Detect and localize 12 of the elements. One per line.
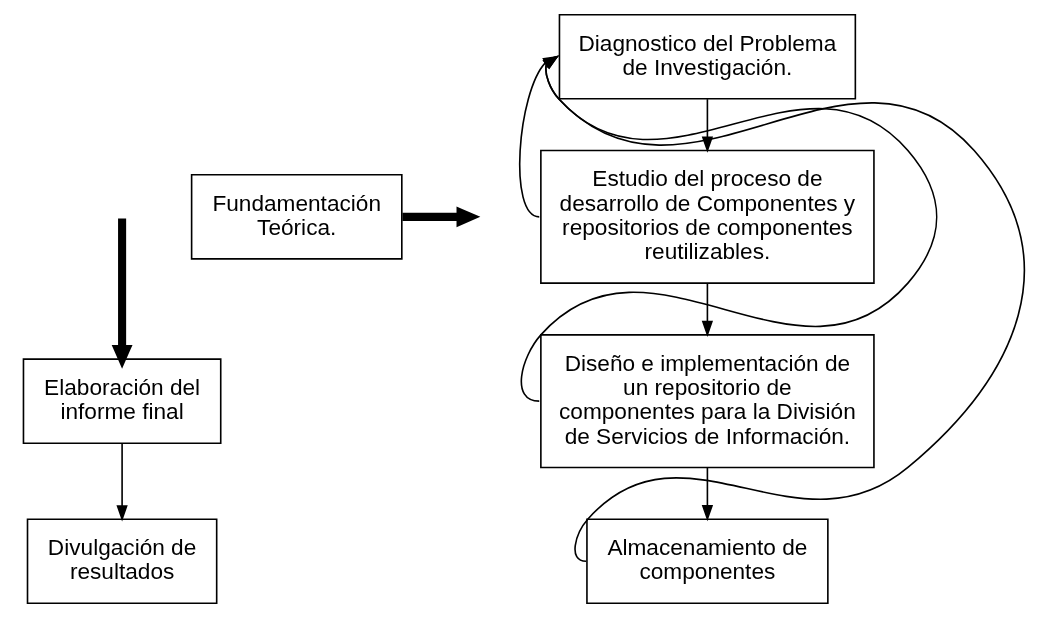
arrow	[116, 442, 128, 522]
arrow	[111, 218, 133, 369]
node-box: Diagnostico del Problema de Investigación.	[558, 13, 857, 100]
node-box: Divulgación de resultados	[26, 518, 218, 605]
node-box: Diseño e implementación de un repositorio de componentes para la División de Servicios de Información.	[540, 334, 875, 469]
arrow	[402, 206, 481, 228]
arrow	[701, 466, 714, 522]
node-box: Estudio del proceso de desarrollo de Componentes y repositorios de componentes reutilizables.	[540, 149, 875, 284]
node-box: Fundamentación Teórica.	[190, 174, 403, 260]
arrow	[701, 282, 714, 337]
node-box: Almacenamiento de componentes	[586, 518, 829, 605]
node-box: Elaboración del informe final	[22, 358, 222, 444]
